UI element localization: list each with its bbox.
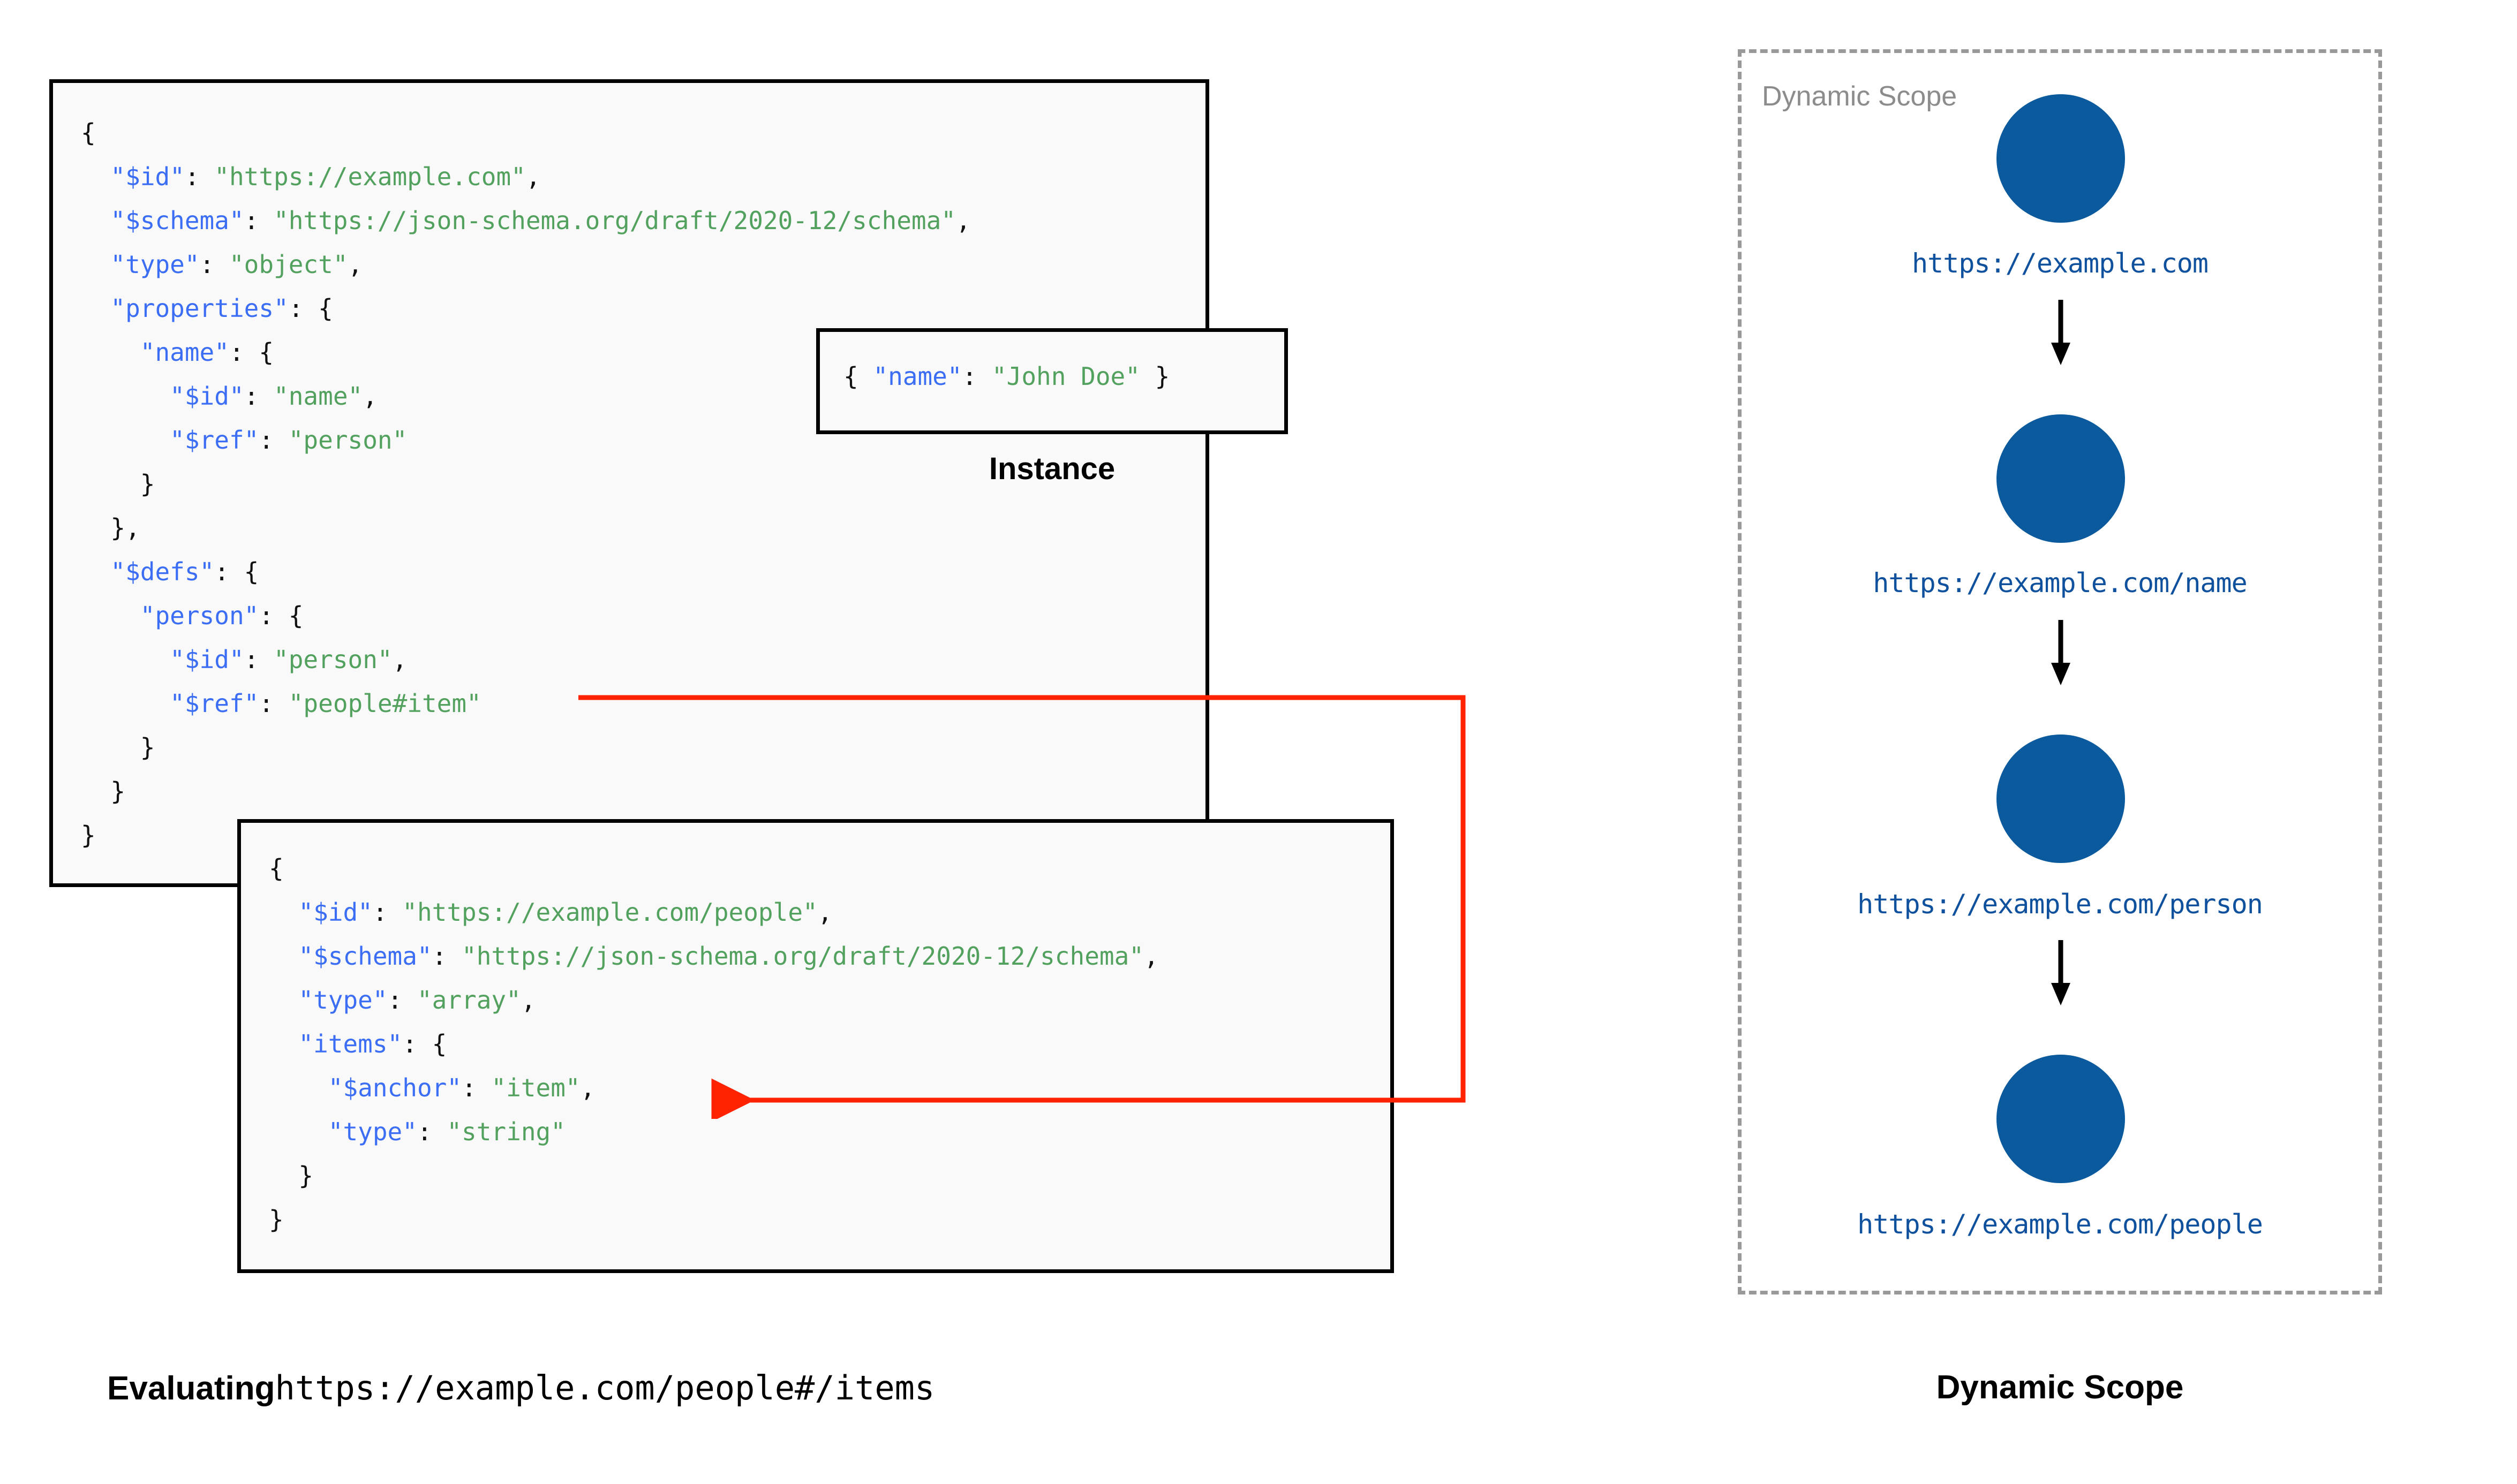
code-line: "name": { <box>140 338 274 367</box>
scope-node-label-2: https://example.com/person <box>1857 889 2263 920</box>
scope-node-label-1: https://example.com/name <box>1873 567 2247 599</box>
scope-node-3 <box>1996 1055 2125 1183</box>
scope-node-2 <box>1996 735 2125 863</box>
code-line: } <box>81 821 96 850</box>
code-line: "type": "object", <box>110 250 363 279</box>
instance-box: { "name": "John Doe" } <box>816 328 1288 434</box>
code-line: "$ref": "person" <box>170 426 408 455</box>
scope-arrow-1 <box>2051 620 2070 685</box>
code-line: "type": "string" <box>328 1117 566 1146</box>
dynamic-scope-caption: Dynamic Scope <box>1936 1369 2184 1406</box>
scope-node-label-3: https://example.com/people <box>1857 1209 2263 1240</box>
code-line: "type": "array", <box>298 986 536 1014</box>
code-line: { <box>81 118 96 147</box>
dynamic-scope-inline-label: Dynamic Scope <box>1762 81 1957 112</box>
code-line: "$schema": "https://json-schema.org/draf… <box>110 206 971 235</box>
code-line: "$defs": { <box>110 557 259 586</box>
evaluating-caption: Evaluatinghttps://example.com/people#/it… <box>107 1368 935 1407</box>
code-line: } <box>140 733 155 762</box>
scope-node-0 <box>1996 94 2125 223</box>
code-line: "$anchor": "item", <box>328 1073 596 1102</box>
schema-root-code: { "$id": "https://example.com", "$schema… <box>81 111 971 857</box>
code-line: } <box>269 1205 284 1234</box>
instance-code: { "name": "John Doe" } <box>843 354 1170 398</box>
code-line: } <box>140 470 155 498</box>
schema-people-code: { "$id": "https://example.com/people", "… <box>269 846 1159 1241</box>
code-line: }, <box>110 513 140 542</box>
evaluating-caption-url: https://example.com/people#/items <box>275 1368 935 1407</box>
code-line: "properties": { <box>110 294 333 323</box>
scope-node-label-0: https://example.com <box>1912 248 2209 279</box>
scope-arrow-2 <box>2051 940 2070 1005</box>
code-line: "$schema": "https://json-schema.org/draf… <box>298 942 1159 971</box>
code-line: "$id": "https://example.com", <box>110 162 541 191</box>
evaluating-caption-bold: Evaluating <box>107 1370 275 1407</box>
code-line: "person": { <box>140 601 304 630</box>
schema-people-box: { "$id": "https://example.com/people", "… <box>237 819 1394 1273</box>
dynamic-scope-panel <box>1738 49 2382 1294</box>
code-line: "$ref": "people#item" <box>170 689 481 718</box>
scope-node-1 <box>1996 414 2125 543</box>
code-line: "$id": "name", <box>170 382 378 411</box>
code-line: } <box>110 777 126 806</box>
code-line: { "name": "John Doe" } <box>843 362 1170 391</box>
code-line: } <box>298 1161 314 1190</box>
code-line: { <box>269 854 284 883</box>
code-line: "$id": "https://example.com/people", <box>298 898 833 927</box>
scope-arrow-0 <box>2051 300 2070 365</box>
instance-caption: Instance <box>989 451 1116 486</box>
code-line: "$id": "person", <box>170 645 408 674</box>
code-line: "items": { <box>298 1029 447 1058</box>
